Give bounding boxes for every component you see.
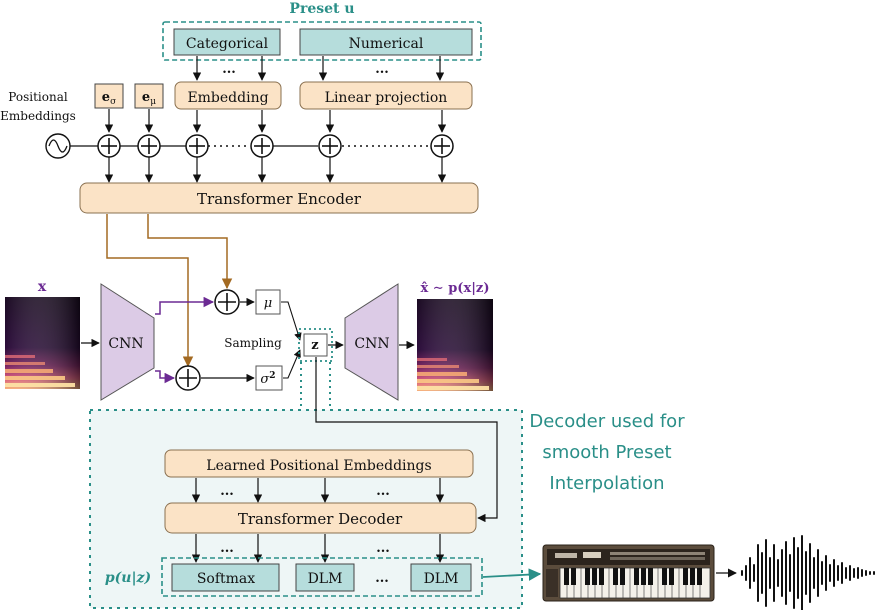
plus-circle-num-2 xyxy=(430,134,454,158)
embedding-label: Embedding xyxy=(187,90,268,106)
plus-circle-mu xyxy=(137,134,161,158)
embedding-to-plus-arrows xyxy=(104,109,447,133)
encoder-to-mu-plus-arrow xyxy=(147,214,233,290)
output-distribution-label: p(u|z) xyxy=(105,570,151,586)
learned-pos-to-decoder-arrows xyxy=(191,478,445,503)
learned-positional-embeddings-label: Learned Positional Embeddings xyxy=(206,458,431,474)
transformer-encoder-label: Transformer Encoder xyxy=(197,190,362,208)
x-input-label: x xyxy=(38,279,47,295)
linear-projection-box xyxy=(299,81,473,110)
plus-circle-num-1 xyxy=(318,134,342,158)
plus-circle-cat-2 xyxy=(250,134,274,158)
plus-circle-mu-latent xyxy=(214,289,240,315)
plus-circle-cat-1 xyxy=(185,134,209,158)
z-label: z xyxy=(311,338,318,353)
synthesizer-image xyxy=(542,544,715,602)
cnn-to-mu-plus-arrow xyxy=(155,296,215,315)
audio-waveform-image xyxy=(741,535,875,610)
z-box xyxy=(303,333,328,357)
decoder-note-line-2: smooth Preset xyxy=(542,442,671,463)
ellipsis-dec-1: ... xyxy=(220,484,234,499)
dlm-box-1 xyxy=(295,563,355,592)
x-hat-label: x̂ ∼ p(x|z) xyxy=(421,281,490,296)
ellipsis-dec-4: ... xyxy=(376,541,390,556)
preset-to-embedding-arrows xyxy=(192,56,445,81)
dlm-label-1: DLM xyxy=(308,571,343,587)
positional-embeddings-label: Positional xyxy=(8,90,68,104)
e-sigma-box xyxy=(94,83,124,109)
output-dashed-frame xyxy=(161,557,483,597)
input-spectrogram-image xyxy=(5,297,80,389)
output-to-synth-arrow xyxy=(482,568,542,581)
sigma-box xyxy=(255,365,283,391)
e-mu-label: eμ xyxy=(142,90,156,107)
decoder-note-line-3: Interpolation xyxy=(549,473,664,494)
learned-positional-embeddings-box xyxy=(164,449,474,478)
mu-box xyxy=(255,289,281,315)
softmax-box xyxy=(171,563,280,592)
embedding-box xyxy=(174,81,282,110)
decoder-note-line-1: Decoder used for xyxy=(529,411,685,432)
numerical-box xyxy=(299,28,473,56)
sampling-label: Sampling xyxy=(224,336,282,350)
transformer-encoder-box xyxy=(79,182,479,214)
categorical-box xyxy=(173,28,281,56)
mu-to-z-arrow xyxy=(281,301,302,341)
transformer-decoder-label: Transformer Decoder xyxy=(238,510,403,528)
z-to-transformer-decoder-arrow xyxy=(315,357,498,523)
ellipsis-dec-5: ... xyxy=(375,571,389,586)
plus-to-encoder-arrows xyxy=(104,157,447,183)
e-sigma-label: eσ xyxy=(102,90,116,107)
ellipsis-dec-2: ... xyxy=(376,484,390,499)
linear-projection-label: Linear projection xyxy=(325,90,448,106)
encoder-to-sigma-plus-arrow xyxy=(106,214,194,368)
cnn-encoder-label: CNN xyxy=(108,336,143,352)
mu-label: μ xyxy=(264,296,272,311)
output-spectrogram-image xyxy=(417,299,493,391)
cnn-to-sigma-plus-arrow xyxy=(155,370,176,384)
plus-circle-sigma xyxy=(97,134,121,158)
positional-embeddings-label-2: Embeddings xyxy=(0,109,76,123)
e-mu-box xyxy=(134,83,164,109)
plus-circle-sigma-latent xyxy=(175,365,201,391)
transformer-decoder-box xyxy=(164,502,477,534)
categorical-label: Categorical xyxy=(186,36,269,52)
dlm-label-2: DLM xyxy=(424,571,459,587)
ellipsis-cat: ... xyxy=(222,62,236,77)
numerical-label: Numerical xyxy=(349,36,424,52)
softmax-label: Softmax xyxy=(197,571,255,587)
sigma-label: σ2 xyxy=(260,371,275,387)
preset-title: Preset u xyxy=(289,1,354,17)
sigma-to-z-arrow xyxy=(283,349,301,379)
cnn-decoder-shape xyxy=(344,283,399,401)
cnn-decoder-label: CNN xyxy=(354,336,389,352)
dlm-box-2 xyxy=(410,563,472,592)
ellipsis-num: ... xyxy=(375,62,389,77)
cnn-encoder-shape xyxy=(100,283,155,401)
sine-wave-icon xyxy=(48,139,68,153)
preset-dashed-frame xyxy=(162,21,482,61)
ellipsis-dec-3: ... xyxy=(220,541,234,556)
